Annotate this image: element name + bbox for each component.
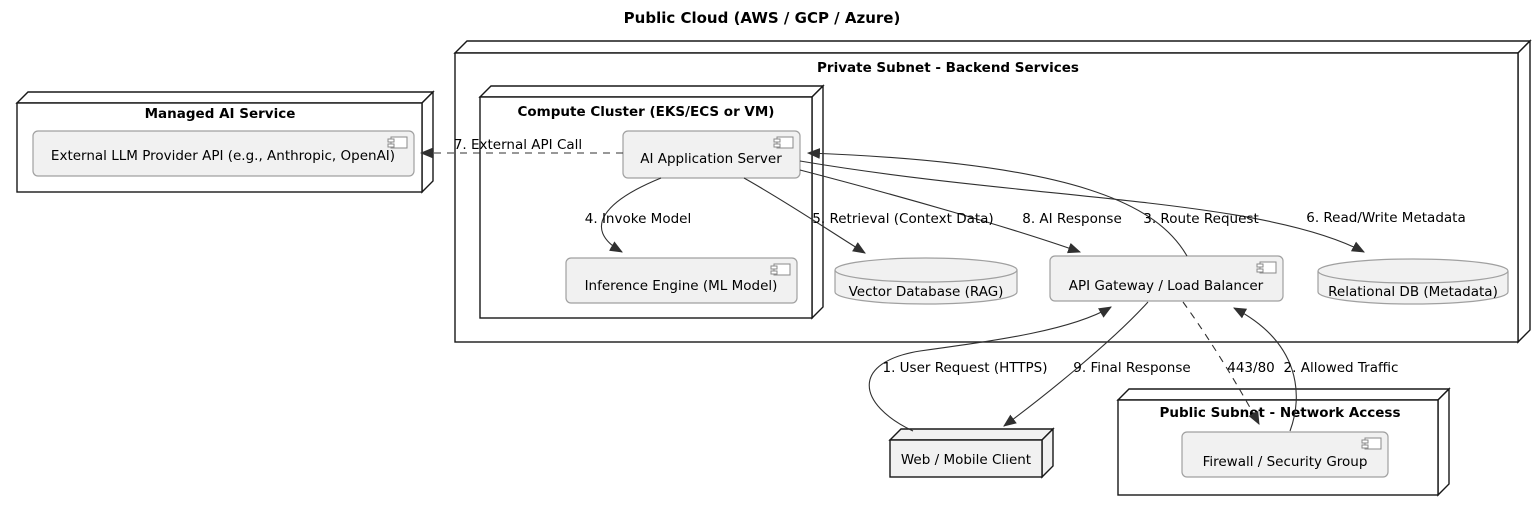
component-app-server-label: AI Application Server <box>640 151 782 167</box>
edge-final-response <box>1003 301 1149 427</box>
database-vector-db: Vector Database (RAG) <box>834 257 1018 305</box>
component-firewall-label: Firewall / Security Group <box>1203 454 1368 470</box>
node-compute-cluster-top-face <box>478 85 825 98</box>
node-public-subnet-label: Public Subnet - Network Access <box>1159 405 1400 421</box>
component-app-server: AI Application Server <box>622 130 801 179</box>
component-firewall-box <box>1181 431 1389 478</box>
edge-label-read-write-metadata: 6. Read/Write Metadata <box>1306 210 1466 226</box>
node-web-client-front-face <box>889 439 1043 478</box>
edge-ai-response <box>799 169 1082 254</box>
database-relational-db: Relational DB (Metadata) <box>1317 258 1509 305</box>
edge-label-retrieval: 5. Retrieval (Context Data) <box>812 211 993 227</box>
database-vector-db-top <box>834 257 1018 283</box>
node-public-subnet-top-face <box>1116 388 1451 401</box>
edge-label-external-api-call: 7. External API Call <box>454 137 582 153</box>
component-api-gateway-label: API Gateway / Load Balancer <box>1069 278 1264 294</box>
edge-route-request <box>806 148 1188 257</box>
component-icon <box>773 136 794 149</box>
component-inference: Inference Engine (ML Model) <box>565 257 798 304</box>
edge-label-invoke-model: 4. Invoke Model <box>585 211 691 227</box>
component-app-server-box <box>622 130 801 179</box>
node-compute-cluster-label: Compute Cluster (EKS/ECS or VM) <box>518 104 775 120</box>
diagram-title: Public Cloud (AWS / GCP / Azure) <box>624 9 901 27</box>
edge-label-final-response: 9. Final Response <box>1073 360 1190 376</box>
edge-user-request <box>868 306 1112 432</box>
component-llm-api-box <box>32 130 415 177</box>
edge-invoke-model <box>601 177 662 253</box>
edge-retrieval <box>743 177 866 254</box>
node-public-subnet-right-face <box>1437 387 1450 497</box>
component-icon <box>1256 261 1277 274</box>
node-managed-ai-label: Managed AI Service <box>145 106 296 122</box>
component-llm-api: External LLM Provider API (e.g., Anthrop… <box>32 130 415 177</box>
component-inference-box <box>565 257 798 304</box>
node-private-subnet-top-face <box>453 40 1532 54</box>
edge-ports-443-80 <box>1182 301 1260 425</box>
node-managed-ai-right-face <box>421 90 434 194</box>
database-vector-db-label: Vector Database (RAG) <box>849 284 1004 300</box>
edge-read-write-metadata <box>799 160 1365 253</box>
component-icon <box>1361 437 1382 450</box>
node-private-subnet-label: Private Subnet - Backend Services <box>817 60 1079 76</box>
database-relational-db-label: Relational DB (Metadata) <box>1328 284 1498 300</box>
component-llm-api-label: External LLM Provider API (e.g., Anthrop… <box>51 148 395 164</box>
edge-label-user-request: 1. User Request (HTTPS) <box>882 360 1047 376</box>
component-firewall: Firewall / Security Group <box>1181 431 1389 478</box>
database-relational-db-top <box>1317 258 1509 284</box>
node-compute-cluster-right-face <box>811 84 824 320</box>
edge-label-ai-response: 8. AI Response <box>1022 211 1122 227</box>
edge-allowed-traffic <box>1233 307 1297 432</box>
component-icon <box>387 136 408 149</box>
node-web-client-top-face <box>888 428 1055 441</box>
node-web-client-label: Web / Mobile Client <box>901 452 1031 468</box>
component-inference-label: Inference Engine (ML Model) <box>585 278 778 294</box>
node-private-subnet-right-face <box>1517 39 1531 344</box>
node-managed-ai-top-face <box>15 91 435 104</box>
node-web-client: Web / Mobile Client <box>888 427 1055 479</box>
edge-label-route-request: 3. Route Request <box>1143 211 1259 227</box>
component-api-gateway: API Gateway / Load Balancer <box>1049 255 1284 302</box>
edge-label-ports-443-80: 443/80 <box>1227 360 1275 376</box>
edge-label-allowed-traffic: 2. Allowed Traffic <box>1284 360 1399 376</box>
component-icon <box>770 263 791 276</box>
component-api-gateway-box <box>1049 255 1284 302</box>
